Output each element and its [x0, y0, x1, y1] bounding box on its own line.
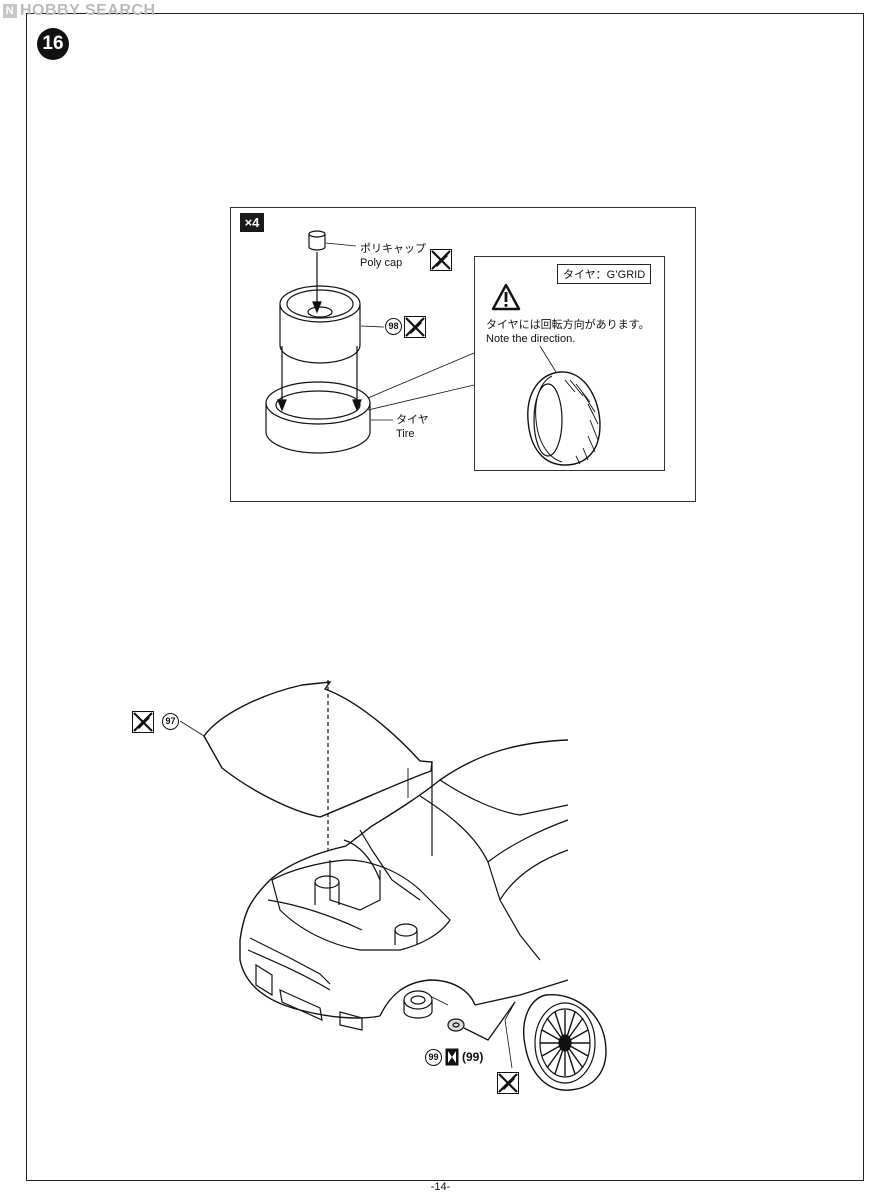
page-number: -14-	[430, 1181, 451, 1193]
tire-name-label: タイヤ：G’GRID	[557, 264, 652, 284]
page-frame	[26, 13, 864, 1181]
step-number: 16	[37, 28, 69, 60]
watermark-logo-icon: N	[3, 4, 17, 18]
glue-cement-icon	[445, 1048, 459, 1071]
part-number-hub: 99	[425, 1049, 442, 1066]
quantity-badge: ×4	[240, 213, 264, 232]
part-number-hub-alt: (99)	[462, 1050, 484, 1064]
watermark-text: HOBBY SEARCH	[20, 2, 156, 19]
paint-brush-icon	[404, 316, 426, 343]
direction-note-jp: タイヤには回転方向があります。	[486, 319, 650, 331]
tire-label-en: Tire	[396, 428, 415, 440]
part-number-hood: 97	[162, 713, 179, 730]
polycap-label-en: Poly cap	[360, 257, 403, 269]
polycap-label-jp: ポリキャップ	[360, 243, 426, 255]
warning-icon	[491, 283, 521, 316]
paint-brush-icon	[132, 711, 154, 738]
paint-brush-icon	[430, 249, 452, 276]
tire-label-jp: タイヤ	[396, 414, 429, 426]
part-number-wheel: 98	[385, 318, 402, 335]
direction-note-en: Note the direction.	[486, 333, 576, 345]
wheel-assembly-box	[230, 207, 696, 502]
paint-brush-icon	[497, 1072, 519, 1099]
